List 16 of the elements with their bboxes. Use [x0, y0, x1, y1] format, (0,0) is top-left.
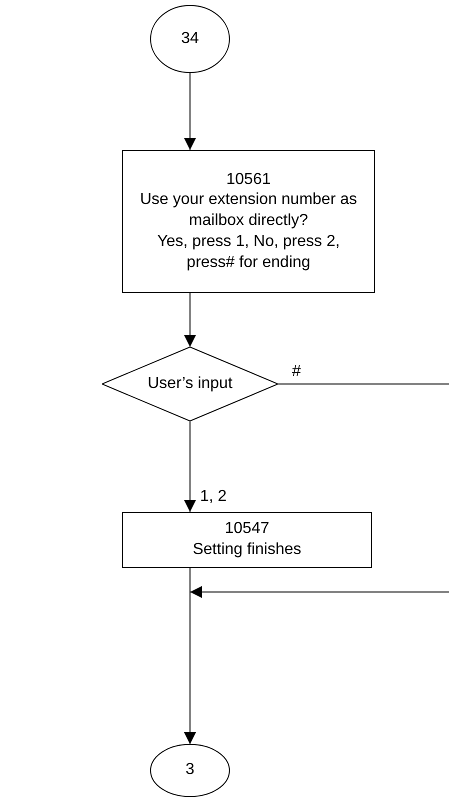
arrow [184, 72, 196, 150]
node-text: 34 [181, 28, 199, 49]
decision-diamond [102, 347, 278, 421]
node-text: Use your extension number as mailbox directly? [139, 190, 358, 232]
connector-circle [150, 5, 230, 73]
node-text: Yes, press 1, No, press 2, press# for ending [156, 232, 341, 273]
node-text: User’s input [148, 374, 232, 394]
process-box [122, 512, 372, 568]
node-text: Setting finishes [192, 540, 302, 560]
arrow [184, 292, 196, 348]
node-text: 10561 [226, 170, 271, 190]
process-box [122, 150, 375, 293]
node-text: 10547 [224, 519, 270, 540]
arrow [184, 586, 449, 744]
arrow [184, 420, 196, 512]
node-text: 3 [186, 760, 194, 780]
